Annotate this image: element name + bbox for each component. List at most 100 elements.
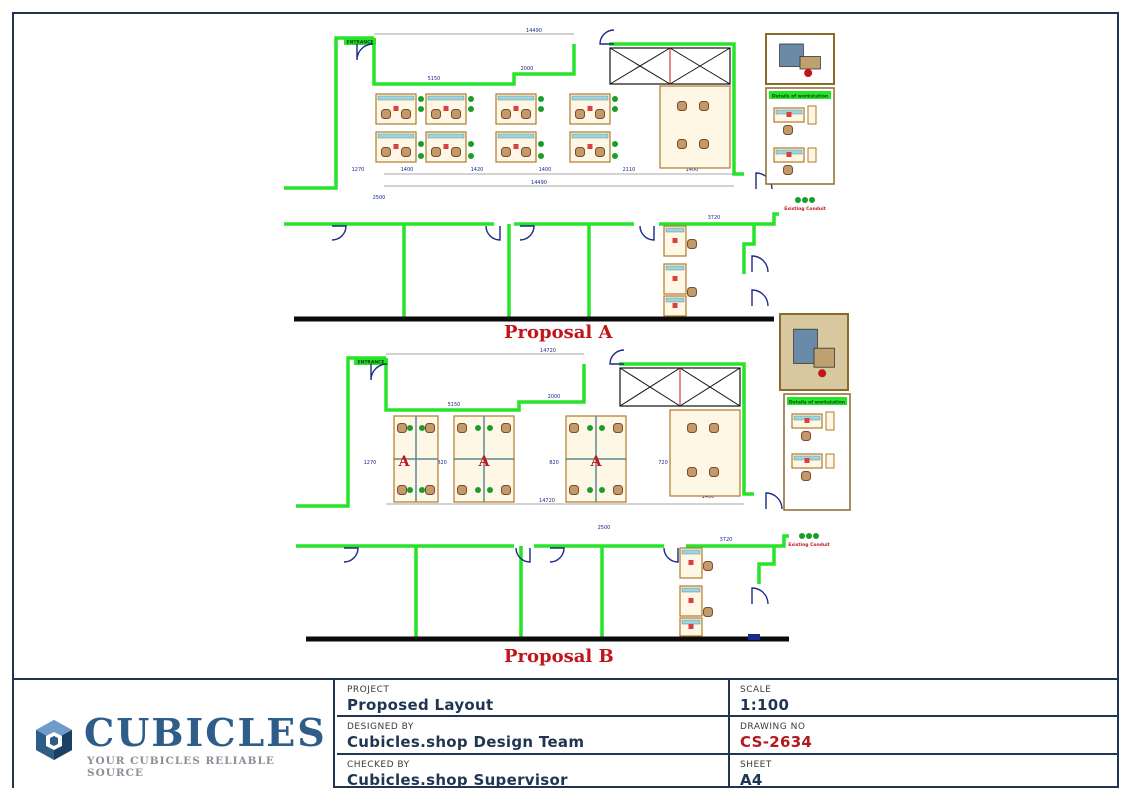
chair: [699, 139, 709, 149]
corridor-wall: [686, 534, 789, 548]
title-block-divider: [728, 680, 730, 788]
chair: [613, 485, 623, 495]
chair: [501, 109, 511, 119]
chair: [521, 147, 531, 157]
chair: [783, 125, 793, 135]
drawing-no-cell: DRAWING NO CS-2634: [730, 717, 1117, 755]
dimension-label: 5150: [448, 402, 461, 408]
monitor-marker: [786, 112, 792, 117]
conduit-dot: [407, 487, 413, 493]
chair: [397, 485, 407, 495]
dimension-label: 1400: [539, 167, 552, 173]
cubicle-panel: [497, 95, 535, 101]
meeting-area: [669, 409, 741, 497]
designed-by-label: DESIGNED BY: [347, 722, 414, 732]
side-return: [807, 147, 817, 163]
door-swing: [765, 492, 783, 510]
outer-wall: [609, 42, 744, 176]
chair: [801, 471, 811, 481]
label-tag: [344, 38, 376, 45]
dimension-label: 820: [437, 460, 447, 466]
chair: [687, 239, 697, 249]
conduit-dot: [806, 533, 812, 539]
side-return: [807, 105, 817, 125]
thumb-panel: [779, 43, 804, 67]
side-return: [825, 453, 835, 469]
cluster-label: A: [478, 454, 491, 470]
conduit-dot: [468, 96, 474, 102]
storage-cross: [609, 47, 671, 85]
chair: [381, 109, 391, 119]
chair: [431, 147, 441, 157]
conduit-dot: [538, 153, 544, 159]
chair: [431, 109, 441, 119]
cubicle-panel: [665, 265, 685, 271]
dimension-label: 2000: [521, 66, 534, 72]
chair: [687, 287, 697, 297]
monitor-marker: [688, 560, 694, 565]
monitor-marker: [443, 144, 449, 149]
monitor-marker: [513, 144, 519, 149]
chair: [569, 423, 579, 433]
conduit-dot: [612, 141, 618, 147]
thumb-desk: [799, 56, 821, 70]
scale-value: 1:100: [740, 696, 790, 714]
checked-by-label: CHECKED BY: [347, 760, 410, 770]
checked-by-value: Cubicles.shop Supervisor: [347, 771, 568, 789]
thumb-desk: [813, 347, 835, 368]
title-block: CUBICLES YOUR CUBICLES RELIABLE SOURCE P…: [14, 678, 1117, 789]
dimension-label: 2500: [373, 195, 386, 201]
dimension-label: 1400: [686, 167, 699, 173]
storage-cross: [679, 367, 741, 407]
door-swing: [331, 225, 347, 241]
designed-by-value: Cubicles.shop Design Team: [347, 733, 585, 751]
door-swing: [663, 547, 679, 563]
inner-wall: [384, 358, 586, 412]
monitor-marker: [786, 152, 792, 157]
monitor-marker: [513, 106, 519, 111]
cubicle-panel: [665, 227, 685, 233]
conduit-dot: [538, 141, 544, 147]
logo-wordmark: CUBICLES: [84, 710, 327, 755]
storage-cross: [669, 47, 731, 85]
door-swing: [519, 225, 535, 241]
proposal-b-title: Proposal B: [504, 646, 614, 667]
label-tag-text: ENTRANCE: [358, 360, 385, 366]
scale-label: SCALE: [740, 685, 772, 695]
chair: [595, 109, 605, 119]
details-panel: [765, 87, 835, 185]
conduit-dot: [587, 487, 593, 493]
dimension-label: 14720: [540, 348, 556, 354]
chair: [521, 109, 531, 119]
chair: [397, 423, 407, 433]
chair: [451, 109, 461, 119]
storage-cross: [619, 367, 681, 407]
label-tag-text: Details of workstation: [789, 400, 845, 406]
monitor-marker: [587, 106, 593, 111]
conduit-dot: [418, 153, 424, 159]
dimension-label: 1400: [401, 167, 414, 173]
cubicle-panel: [681, 619, 701, 625]
monitor-marker: [688, 624, 694, 629]
logo-cell: CUBICLES YOUR CUBICLES RELIABLE SOURCE: [14, 680, 335, 788]
chair: [501, 147, 511, 157]
chair: [575, 109, 585, 119]
dimension-label: 1270: [364, 460, 377, 466]
dimension-label: 1270: [352, 167, 365, 173]
outer-wall: [619, 362, 754, 496]
details-panel: [783, 393, 851, 511]
side-wall: [742, 224, 756, 274]
project-cell: PROJECT Proposed Layout: [337, 680, 728, 717]
chair: [501, 423, 511, 433]
chair: [457, 423, 467, 433]
door-swing: [343, 547, 359, 563]
conduit-dot: [813, 533, 819, 539]
conduit-dot: [612, 106, 618, 112]
chair: [709, 423, 719, 433]
cubicle-panel: [681, 549, 701, 555]
cube-logo-icon: [36, 720, 72, 760]
thumb-chair: [804, 69, 813, 77]
